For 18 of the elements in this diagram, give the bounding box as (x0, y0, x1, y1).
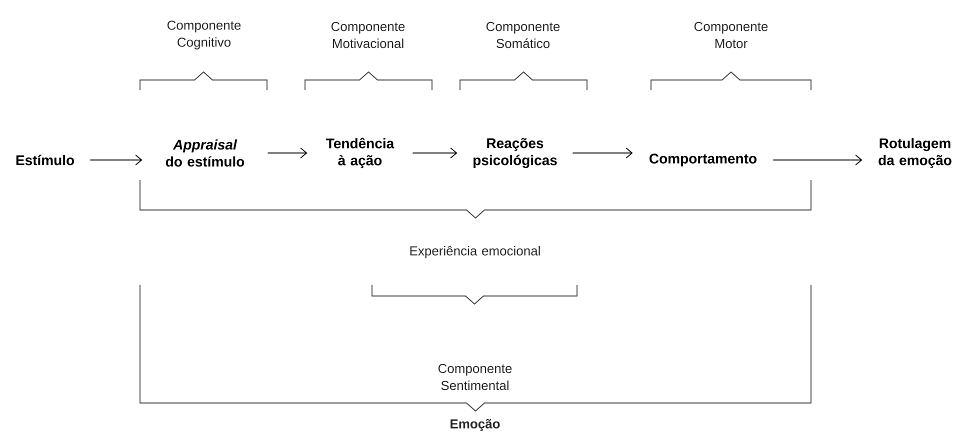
component-label: Emoção (450, 418, 500, 432)
component-label: Componente Motivacional (331, 22, 405, 48)
step-label: Rotulagem da emoção (878, 138, 952, 168)
component-label: Componente Somático (486, 22, 560, 48)
step-label: Reações psicológicas (474, 138, 557, 168)
component-label: Experiência emocional (410, 246, 540, 258)
component-label: Componente Motor (694, 22, 768, 48)
step-label: Appraisal do estímulo (166, 139, 244, 167)
arrow (267, 148, 308, 158)
arrow (772, 154, 862, 166)
arrow (412, 148, 458, 158)
component-label: Componente Sentimental (438, 364, 512, 390)
step-label: Comportamento (650, 154, 757, 166)
component-label: Componente Cognitivo (167, 20, 241, 50)
arrow (90, 154, 142, 166)
arrow (572, 148, 633, 158)
step-label: Estímulo (16, 154, 74, 166)
step-label: Tendência à ação (326, 138, 394, 168)
